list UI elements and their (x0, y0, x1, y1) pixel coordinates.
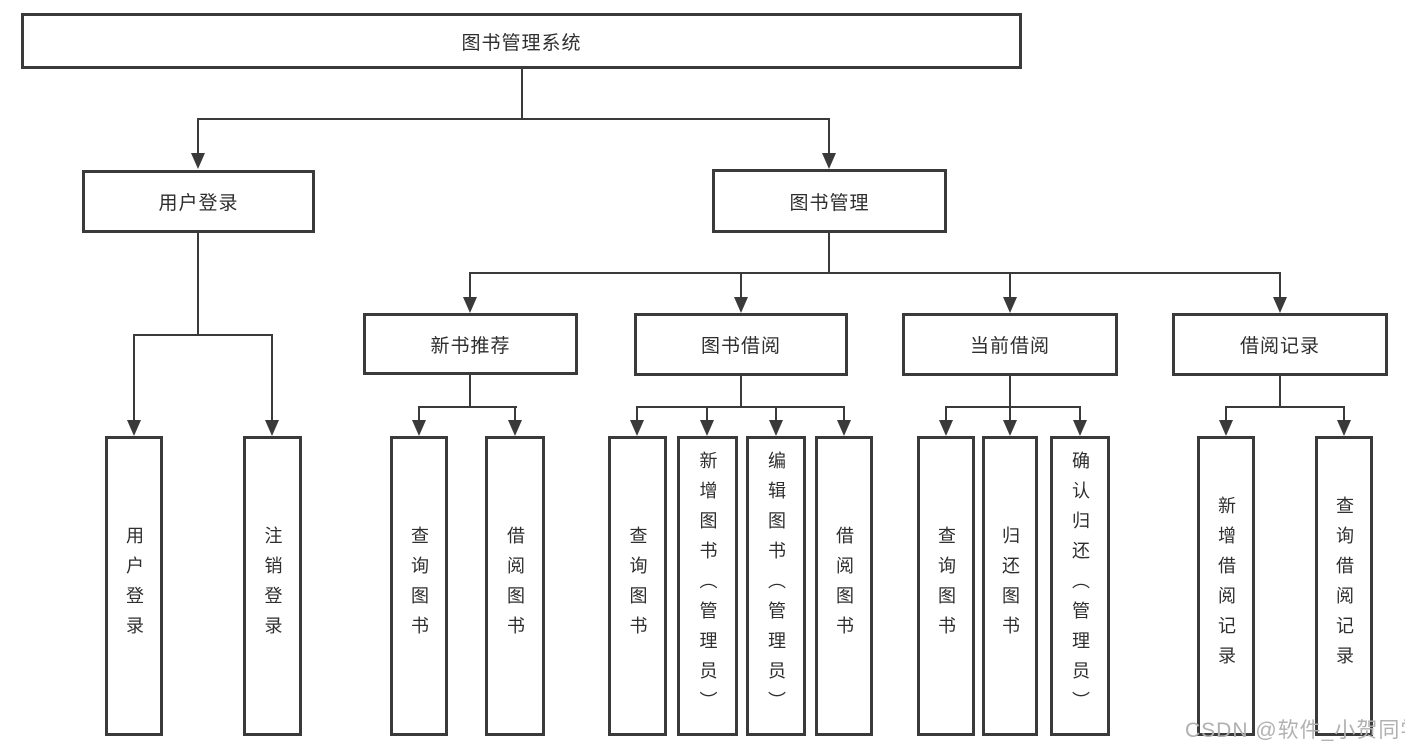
connector-line (636, 406, 638, 422)
arrow-down-icon (822, 153, 836, 169)
arrow-down-icon (837, 420, 851, 436)
node-user-login: 用户登录 (82, 170, 315, 233)
arrow-down-icon (630, 420, 644, 436)
connector-line (1009, 376, 1011, 408)
node-new-book-recommend: 新书推荐 (363, 313, 578, 375)
connector-line (197, 118, 199, 155)
leaf-logout: 注销登录 (243, 436, 302, 736)
connector-line (197, 233, 199, 335)
connector-line (1279, 376, 1281, 408)
leaf-user-login: 用户登录 (105, 436, 163, 736)
leaf-query-books-current: 查询图书 (917, 436, 975, 736)
connector-line (418, 406, 420, 422)
connector-line (945, 406, 947, 422)
arrow-down-icon (1219, 420, 1233, 436)
arrow-down-icon (1003, 420, 1017, 436)
arrow-down-icon (769, 420, 783, 436)
arrow-down-icon (127, 420, 141, 436)
leaf-query-books-recommend: 查询图书 (390, 436, 448, 736)
leaf-label: 新增图书（管理员） (697, 451, 718, 721)
connector-line (1009, 406, 1011, 422)
connector-line (1279, 272, 1281, 299)
connector-line (521, 69, 523, 119)
node-borrow-records: 借阅记录 (1172, 313, 1388, 376)
leaf-label: 确认归还（管理员） (1070, 451, 1090, 721)
node-library-management-system: 图书管理系统 (21, 13, 1022, 69)
leaf-add-books-admin: 新增图书（管理员） (677, 436, 738, 736)
connector-line (469, 272, 1281, 274)
arrow-down-icon (412, 420, 426, 436)
arrow-down-icon (508, 420, 522, 436)
connector-line (775, 406, 777, 422)
connector-line (133, 334, 135, 422)
leaf-label: 编辑图书（管理员） (766, 451, 786, 721)
arrow-down-icon (1273, 297, 1287, 313)
leaf-label: 用户登录 (124, 526, 144, 646)
connector-line (469, 375, 471, 408)
connector-line (828, 233, 830, 273)
connector-line (1343, 406, 1345, 422)
arrow-down-icon (265, 420, 279, 436)
connector-line (740, 376, 742, 408)
leaf-query-borrow-record: 查询借阅记录 (1315, 436, 1373, 736)
arrow-down-icon (463, 297, 477, 313)
leaf-query-books-borrow: 查询图书 (608, 436, 667, 736)
connector-line (469, 272, 471, 299)
connector-line (1009, 272, 1011, 299)
leaf-label: 查询图书 (936, 526, 956, 646)
arrow-down-icon (734, 297, 748, 313)
leaf-label: 查询图书 (627, 526, 648, 646)
leaf-label: 归还图书 (1000, 526, 1020, 646)
connector-line (945, 406, 1081, 408)
connector-line (514, 406, 516, 422)
node-book-management: 图书管理 (712, 169, 947, 233)
leaf-add-borrow-record: 新增借阅记录 (1197, 436, 1255, 736)
arrow-down-icon (1003, 297, 1017, 313)
leaf-label: 新增借阅记录 (1216, 496, 1236, 676)
connector-line (636, 406, 845, 408)
arrow-down-icon (191, 153, 205, 169)
arrow-down-icon (1337, 420, 1351, 436)
node-book-borrow: 图书借阅 (634, 313, 848, 376)
arrow-down-icon (939, 420, 953, 436)
leaf-borrow-books-recommend: 借阅图书 (485, 436, 545, 736)
leaf-borrow-books: 借阅图书 (815, 436, 873, 736)
leaf-label: 借阅图书 (505, 526, 525, 646)
connector-line (1079, 406, 1081, 422)
connector-line (740, 272, 742, 299)
connector-line (418, 406, 517, 408)
arrow-down-icon (700, 420, 714, 436)
connector-line (271, 334, 273, 422)
leaf-label: 借阅图书 (834, 526, 854, 646)
leaf-label: 查询借阅记录 (1334, 496, 1354, 676)
connector-line (1225, 406, 1227, 422)
connector-line (197, 118, 830, 120)
node-current-borrow: 当前借阅 (902, 313, 1118, 376)
connector-line (1225, 406, 1345, 408)
connector-line (706, 406, 708, 422)
arrow-down-icon (1073, 420, 1087, 436)
leaf-label: 注销登录 (262, 526, 283, 646)
connector-line (843, 406, 845, 422)
leaf-edit-books-admin: 编辑图书（管理员） (746, 436, 806, 736)
leaf-confirm-return-admin: 确认归还（管理员） (1050, 436, 1110, 736)
leaf-label: 查询图书 (409, 526, 429, 646)
leaf-return-books: 归还图书 (982, 436, 1038, 736)
connector-line (828, 118, 830, 155)
csdn-watermark: CSDN @软件_小贺同学 (1185, 719, 1405, 742)
connector-line (133, 334, 273, 336)
